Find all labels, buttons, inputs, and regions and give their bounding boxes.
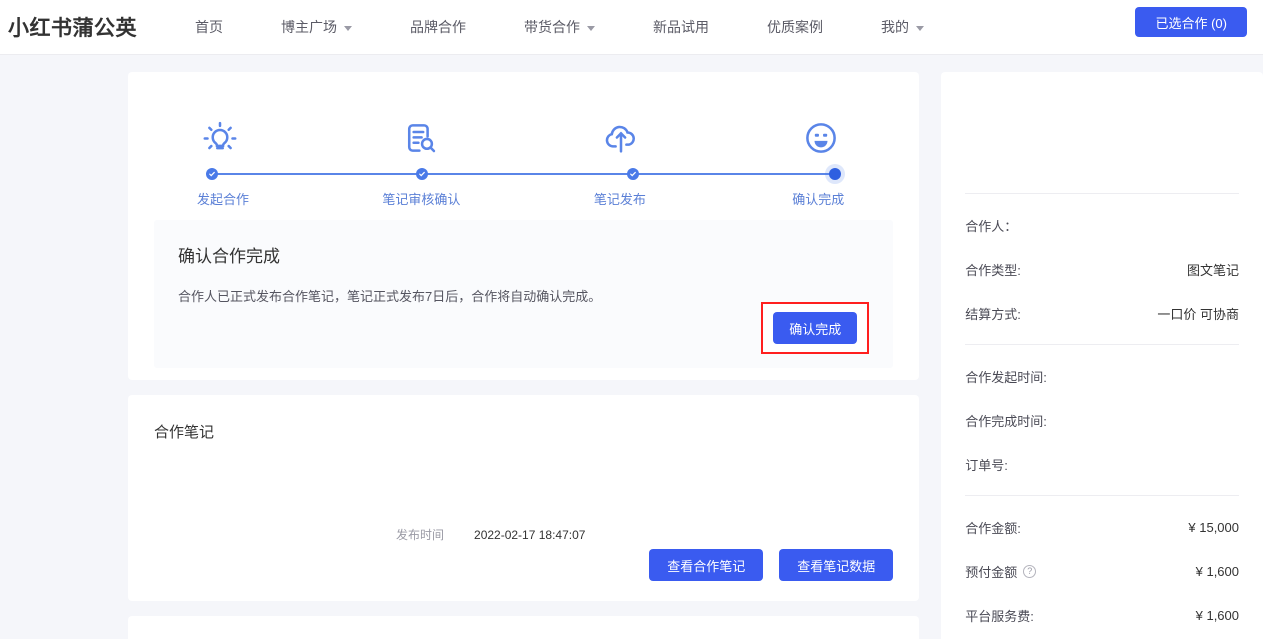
summary-divider-1: [965, 193, 1239, 194]
cloud-upload-icon: [599, 116, 643, 160]
summary-value: ¥ 1,600: [1195, 563, 1239, 579]
nav-label: 博主广场: [281, 19, 337, 35]
confirm-panel-title: 确认合作完成: [178, 247, 280, 266]
site-logo[interactable]: 小红书蒲公英: [8, 17, 137, 40]
note-action-buttons: 查看合作笔记 查看笔记数据: [649, 549, 894, 581]
summary-row-settlement-method: 结算方式: 一口价 可协商: [965, 302, 1239, 324]
nav-label: 新品试用: [653, 19, 709, 35]
cooperation-progress-card: 发起合作 笔记审核确认 笔记发布 确认完成 确认合作完成 合作人已正式发布合作笔…: [128, 72, 920, 380]
confirm-completion-panel: 确认合作完成 合作人已正式发布合作笔记，笔记正式发布7日后，合作将自动确认完成。…: [154, 220, 894, 368]
nav-label: 品牌合作: [410, 19, 466, 35]
cooperation-note-card: 合作笔记 发布时间 2022-02-17 18:47:07 查看合作笔记 查看笔…: [128, 395, 920, 601]
summary-label: 合作发起时间:: [965, 369, 1047, 385]
step-label-confirm-complete: 确认完成: [792, 192, 845, 207]
nav-label: 我的: [881, 19, 909, 35]
note-publish-time: 发布时间 2022-02-17 18:47:07: [396, 526, 585, 543]
summary-panel-header-space: [965, 72, 1239, 193]
summary-label: 结算方式:: [965, 306, 1021, 322]
confirm-panel-description: 合作人已正式发布合作笔记，笔记正式发布7日后，合作将自动确认完成。: [178, 289, 602, 304]
summary-value: 图文笔记: [1186, 262, 1239, 278]
summary-row-platform-fee: 平台服务费: ¥ 1,600: [965, 604, 1239, 626]
nav-label: 首页: [195, 19, 223, 35]
nav-item-blogger-square[interactable]: 博主广场: [281, 17, 352, 37]
step-dot-1[interactable]: [206, 168, 218, 180]
summary-label: 订单号:: [965, 457, 1008, 473]
cooperation-stepper: 发起合作 笔记审核确认 笔记发布 确认完成: [154, 98, 893, 208]
summary-divider-3: [965, 495, 1239, 496]
cooperation-note-title: 合作笔记: [154, 424, 215, 441]
smiley-icon: [799, 116, 843, 160]
step-dot-3[interactable]: [627, 168, 640, 180]
main-column: 发起合作 笔记审核确认 笔记发布 确认完成 确认合作完成 合作人已正式发布合作笔…: [128, 72, 920, 639]
summary-group-time: 合作发起时间: 合作完成时间: 订单号:: [965, 345, 1239, 495]
step-dot-2[interactable]: [416, 168, 429, 180]
step-dot-4[interactable]: [829, 168, 842, 180]
summary-label-text: 预付金额: [965, 564, 1018, 580]
stepper-labels: 发起合作 笔记审核确认 笔记发布 确认完成: [158, 189, 889, 208]
page-body: 发起合作 笔记审核确认 笔记发布 确认完成 确认合作完成 合作人已正式发布合作笔…: [0, 55, 1263, 639]
summary-group-amount: 合作金额: ¥ 15,000 预付金额 ? ¥ 1,600 平台服务费: ¥ 1…: [965, 496, 1239, 639]
summary-label: 合作类型:: [965, 262, 1021, 278]
next-section-card: [128, 616, 920, 639]
summary-divider-2: [965, 344, 1239, 345]
stepper-track: [206, 168, 842, 180]
summary-row-cooperation-amount: 合作金额: ¥ 15,000: [965, 516, 1239, 538]
view-note-data-button[interactable]: 查看笔记数据: [779, 549, 894, 581]
chevron-down-icon: [916, 25, 924, 31]
chevron-down-icon: [344, 25, 352, 31]
nav-item-new-product-trial[interactable]: 新品试用: [653, 17, 709, 37]
main-nav: 首页 博主广场 品牌合作 带货合作 新品试用 优质案例 我的: [195, 17, 924, 37]
note-publish-time-value: 2022-02-17 18:47:07: [474, 527, 586, 542]
summary-label: 平台服务费:: [965, 608, 1034, 624]
stepper-line: [210, 173, 838, 175]
nav-label: 优质案例: [767, 19, 823, 35]
chevron-down-icon: [587, 25, 595, 31]
confirm-action-area: 确认完成: [761, 302, 870, 354]
nav-item-home[interactable]: 首页: [195, 17, 223, 37]
nav-label: 带货合作: [524, 19, 580, 35]
summary-row-cooperation-type: 合作类型: 图文笔记: [965, 258, 1239, 280]
summary-value: ¥ 1,600: [1195, 607, 1239, 623]
nav-item-goods-cooperation[interactable]: 带货合作: [524, 17, 595, 37]
lightbulb-icon: [198, 116, 242, 160]
highlight-annotation-box: 确认完成: [761, 302, 870, 354]
step-label-note-publish: 笔记发布: [593, 192, 646, 207]
cooperation-summary-panel: 合作人： 合作类型: 图文笔记 结算方式: 一口价 可协商 合作发起时间: 合作…: [941, 72, 1263, 639]
summary-label: 合作人：: [965, 218, 1018, 234]
summary-row-complete-time: 合作完成时间:: [965, 409, 1239, 431]
help-question-icon[interactable]: ?: [1023, 564, 1037, 578]
view-cooperation-note-button[interactable]: 查看合作笔记: [649, 549, 764, 581]
step-label-note-review: 笔记审核确认: [382, 192, 461, 207]
summary-row-partner: 合作人：: [965, 214, 1239, 236]
summary-group-basic: 合作人： 合作类型: 图文笔记 结算方式: 一口价 可协商: [965, 194, 1239, 344]
summary-value: 一口价 可协商: [1157, 306, 1239, 322]
document-search-icon: [398, 116, 442, 160]
confirm-complete-button[interactable]: 确认完成: [773, 312, 858, 344]
step-label-initiate: 发起合作: [196, 192, 249, 207]
summary-value: ¥ 15,000: [1188, 519, 1239, 535]
summary-row-prepaid-amount: 预付金额 ? ¥ 1,600: [965, 560, 1239, 582]
nav-item-mine[interactable]: 我的: [881, 17, 924, 37]
summary-label: 合作完成时间:: [965, 413, 1047, 429]
summary-label: 合作金额:: [965, 520, 1021, 536]
top-navigation-bar: 小红书蒲公英 首页 博主广场 品牌合作 带货合作 新品试用 优质案例 我的 已选…: [0, 0, 1263, 55]
summary-row-order-number: 订单号:: [965, 453, 1239, 475]
summary-label: 预付金额 ?: [965, 562, 1037, 581]
selected-cooperation-button[interactable]: 已选合作 (0): [1135, 7, 1247, 37]
note-publish-time-label: 发布时间: [396, 528, 445, 542]
nav-item-quality-cases[interactable]: 优质案例: [767, 17, 823, 37]
stepper-icons: [158, 98, 889, 160]
nav-item-brand-cooperation[interactable]: 品牌合作: [410, 17, 466, 37]
summary-row-start-time: 合作发起时间:: [965, 365, 1239, 387]
